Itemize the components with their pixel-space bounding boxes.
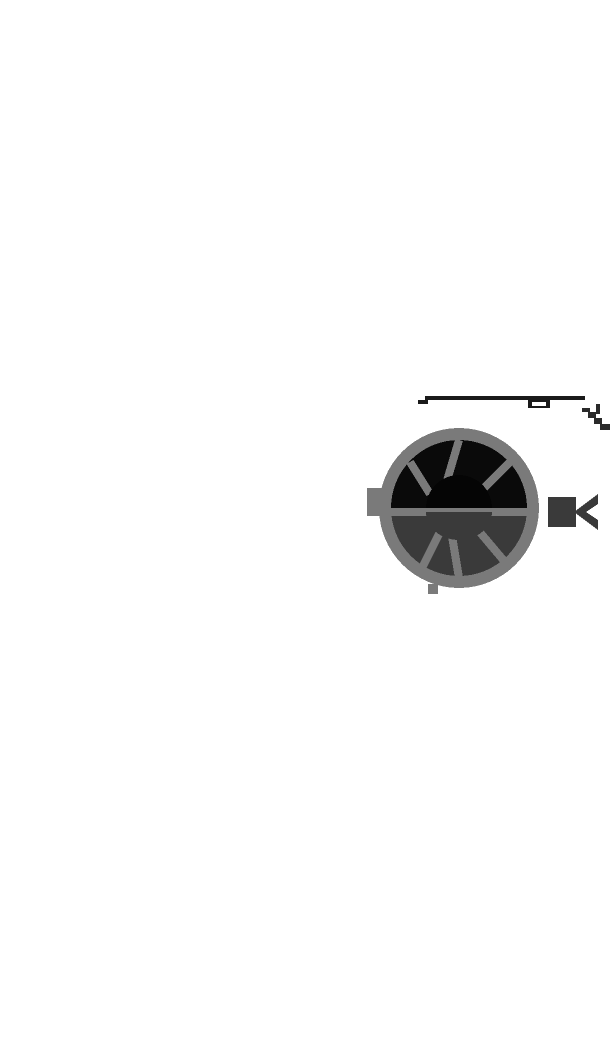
top-bar-icon (418, 396, 585, 408)
corner-hook-icon (582, 404, 610, 430)
reel-wheel-icon (367, 428, 539, 594)
camera-icon (548, 494, 598, 530)
